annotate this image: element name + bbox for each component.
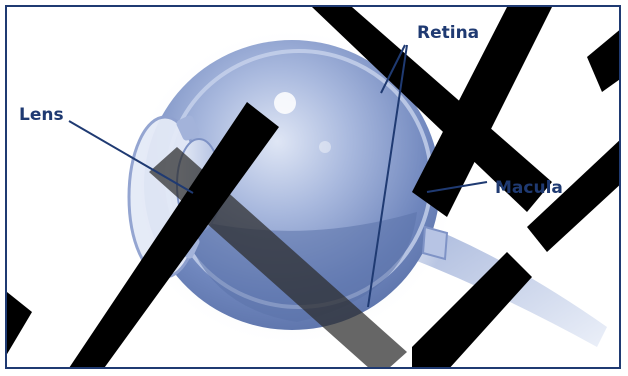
- watermark-band-2: [7, 292, 32, 369]
- watermark-band-7: [587, 27, 621, 92]
- diagram-frame: Retina Lens Macula: [5, 5, 621, 369]
- retina-label: Retina: [417, 25, 479, 42]
- lens-label: Lens: [19, 107, 64, 124]
- optic-disc: [423, 227, 447, 259]
- highlight-large: [274, 92, 296, 114]
- highlight-small: [319, 141, 331, 153]
- macula-label: Macula: [495, 180, 563, 197]
